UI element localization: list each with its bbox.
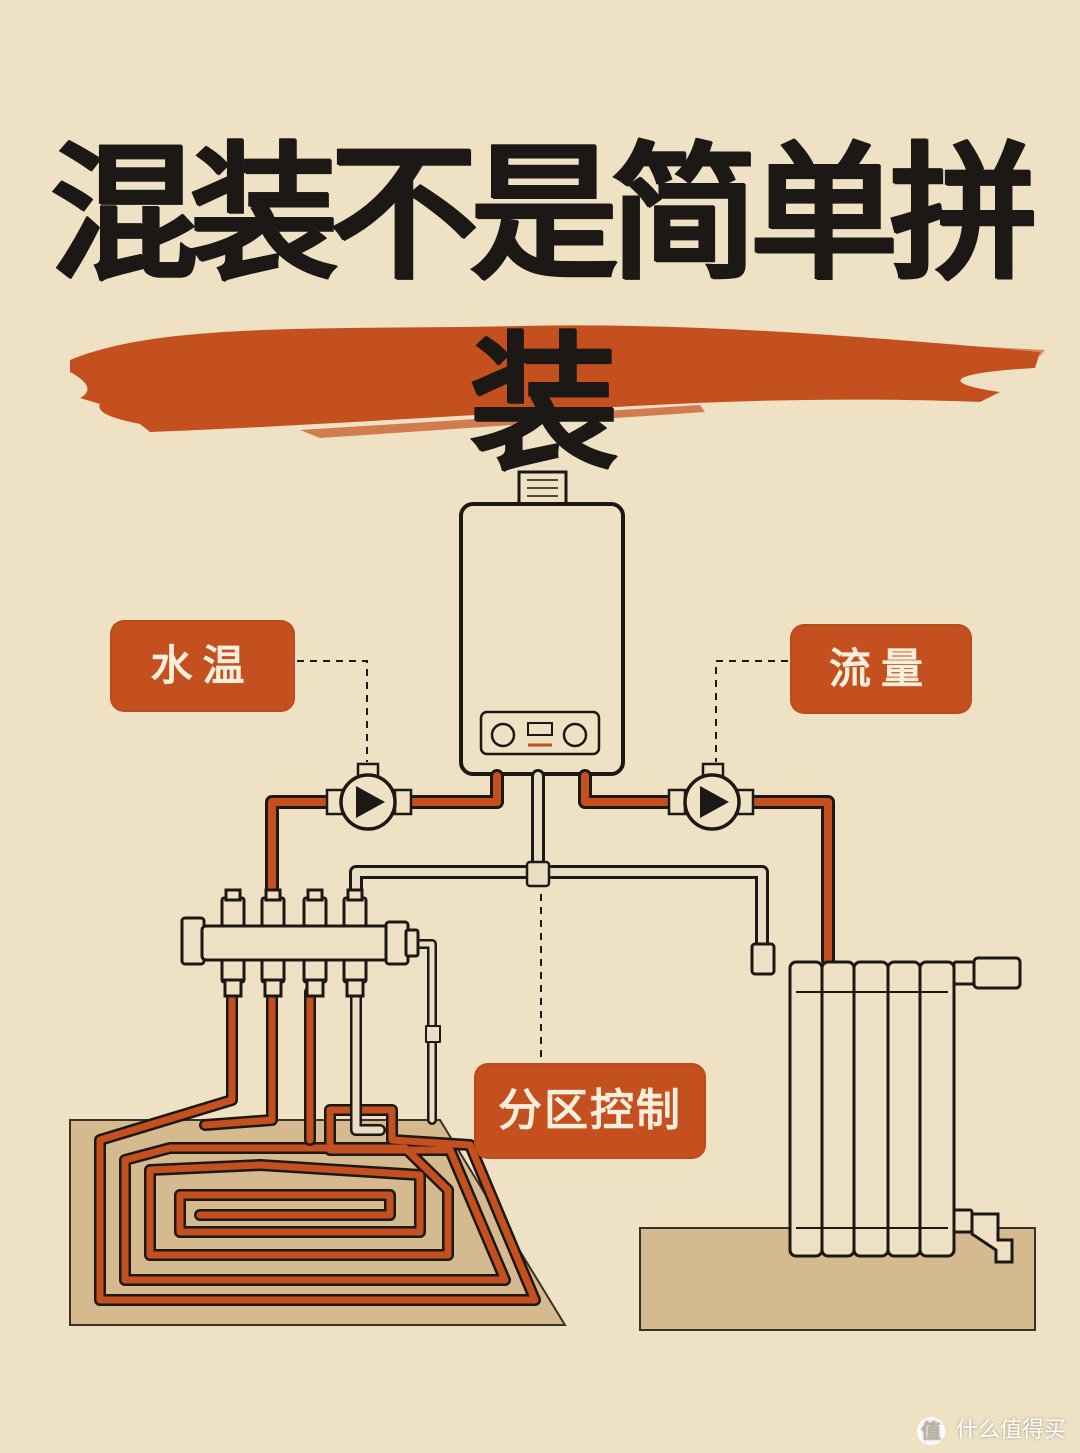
- water-temp-label: 水温: [110, 620, 295, 712]
- pump-icon: [667, 762, 755, 831]
- leader-lines: [297, 660, 788, 1063]
- pump-icon: [325, 762, 413, 831]
- page-title: 混装不是简单拼装: [50, 126, 1038, 490]
- watermark: 值 什么值得买: [916, 1412, 1066, 1445]
- floor-heating-coil-icon: [94, 986, 541, 1306]
- watermark-logo-icon: 值: [916, 1417, 945, 1445]
- radiator-icon: [750, 942, 1022, 1264]
- flow-label: 流量: [790, 624, 972, 714]
- pipe-network: [265, 769, 835, 1125]
- brush-stroke: [70, 325, 1045, 438]
- watermark-text: 什么值得买: [955, 1418, 1066, 1443]
- zone-control-label: 分区控制: [474, 1063, 706, 1159]
- boiler-icon: [459, 470, 625, 776]
- manifold-icon: [180, 888, 420, 998]
